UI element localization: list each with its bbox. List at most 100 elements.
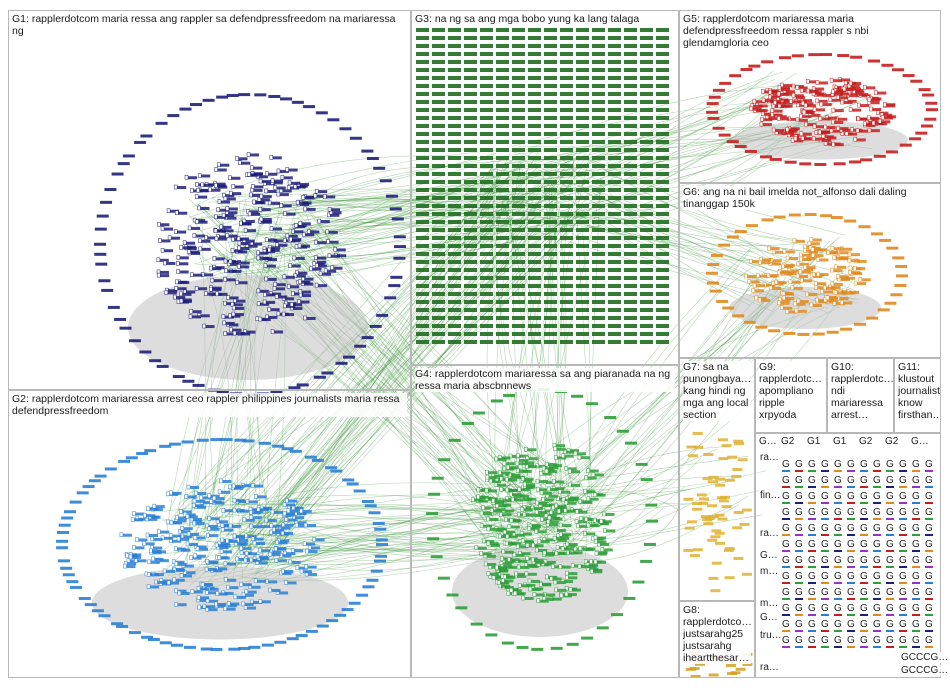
node: [490, 543, 500, 547]
node: [464, 148, 477, 152]
node: [192, 498, 197, 504]
node: [208, 524, 218, 528]
node: [278, 295, 288, 299]
node: [850, 55, 863, 59]
node: [683, 548, 694, 552]
node: [262, 218, 272, 222]
node: [232, 533, 237, 539]
node: [799, 162, 812, 166]
node: [640, 140, 653, 144]
node: [608, 180, 621, 184]
node: [479, 551, 483, 556]
node: [494, 474, 504, 478]
node: [207, 292, 217, 296]
node: [539, 599, 549, 603]
node: [554, 503, 558, 508]
small-group-glyph: G: [834, 539, 842, 552]
node: [196, 219, 206, 223]
small-group-glyph: G: [782, 635, 790, 648]
node: [576, 164, 589, 168]
node: [528, 164, 541, 168]
node: [552, 511, 562, 515]
node: [480, 148, 493, 152]
node: [538, 502, 548, 506]
node: [833, 290, 838, 295]
node: [448, 324, 461, 328]
node: [857, 259, 867, 263]
node: [837, 291, 847, 295]
edge: [200, 551, 539, 568]
node: [448, 116, 461, 120]
node: [842, 86, 847, 92]
node: [656, 52, 669, 56]
node: [252, 511, 262, 515]
small-group-glyph: G: [873, 507, 881, 520]
node: [544, 124, 557, 128]
node: [240, 237, 250, 241]
node: [788, 279, 793, 284]
node: [259, 251, 269, 255]
node: [376, 313, 389, 317]
node: [416, 60, 429, 64]
node: [258, 599, 263, 604]
node: [739, 522, 750, 526]
node: [795, 273, 800, 279]
node: [448, 108, 461, 112]
node: [330, 469, 343, 473]
node: [285, 313, 295, 317]
node: [195, 182, 199, 187]
node: [225, 321, 235, 325]
node: [524, 539, 534, 543]
node: [161, 239, 171, 243]
node: [592, 84, 605, 88]
node: [196, 586, 201, 591]
node: [416, 52, 429, 56]
node: [236, 595, 246, 599]
node: [249, 510, 253, 515]
node: [822, 103, 832, 107]
node: [877, 91, 887, 95]
node: [528, 140, 541, 144]
node: [234, 249, 244, 253]
node: [175, 210, 179, 215]
node: [464, 28, 477, 32]
node: [448, 212, 461, 216]
node: [734, 145, 747, 149]
node: [656, 140, 669, 144]
node: [562, 533, 572, 537]
node: [486, 540, 491, 546]
node: [341, 608, 354, 612]
node: [354, 344, 367, 348]
node: [207, 516, 212, 521]
node: [608, 308, 621, 312]
node: [805, 291, 809, 297]
small-groups-panel: [755, 433, 941, 678]
node: [158, 238, 162, 243]
node: [186, 571, 196, 575]
node: [883, 101, 887, 107]
node: [261, 643, 274, 647]
node: [231, 260, 241, 264]
node: [839, 297, 849, 301]
node: [531, 579, 541, 583]
node: [780, 305, 784, 311]
node: [592, 340, 605, 344]
group-label-g9: G9: rapplerdotc… apompliano ripple xrpyo…: [759, 361, 823, 421]
node: [561, 565, 571, 569]
small-group-glyph: G: [795, 587, 803, 600]
node: [432, 84, 445, 88]
node: [209, 599, 219, 603]
small-group-glyph: G: [821, 475, 829, 488]
node: [432, 188, 445, 192]
node: [592, 308, 605, 312]
node: [212, 267, 222, 271]
node: [587, 518, 597, 522]
node: [122, 154, 135, 158]
node: [566, 509, 576, 513]
node: [228, 313, 232, 318]
small-group-glyph: G: [795, 571, 803, 584]
node: [711, 561, 722, 565]
node: [464, 284, 477, 288]
node: [94, 242, 107, 246]
